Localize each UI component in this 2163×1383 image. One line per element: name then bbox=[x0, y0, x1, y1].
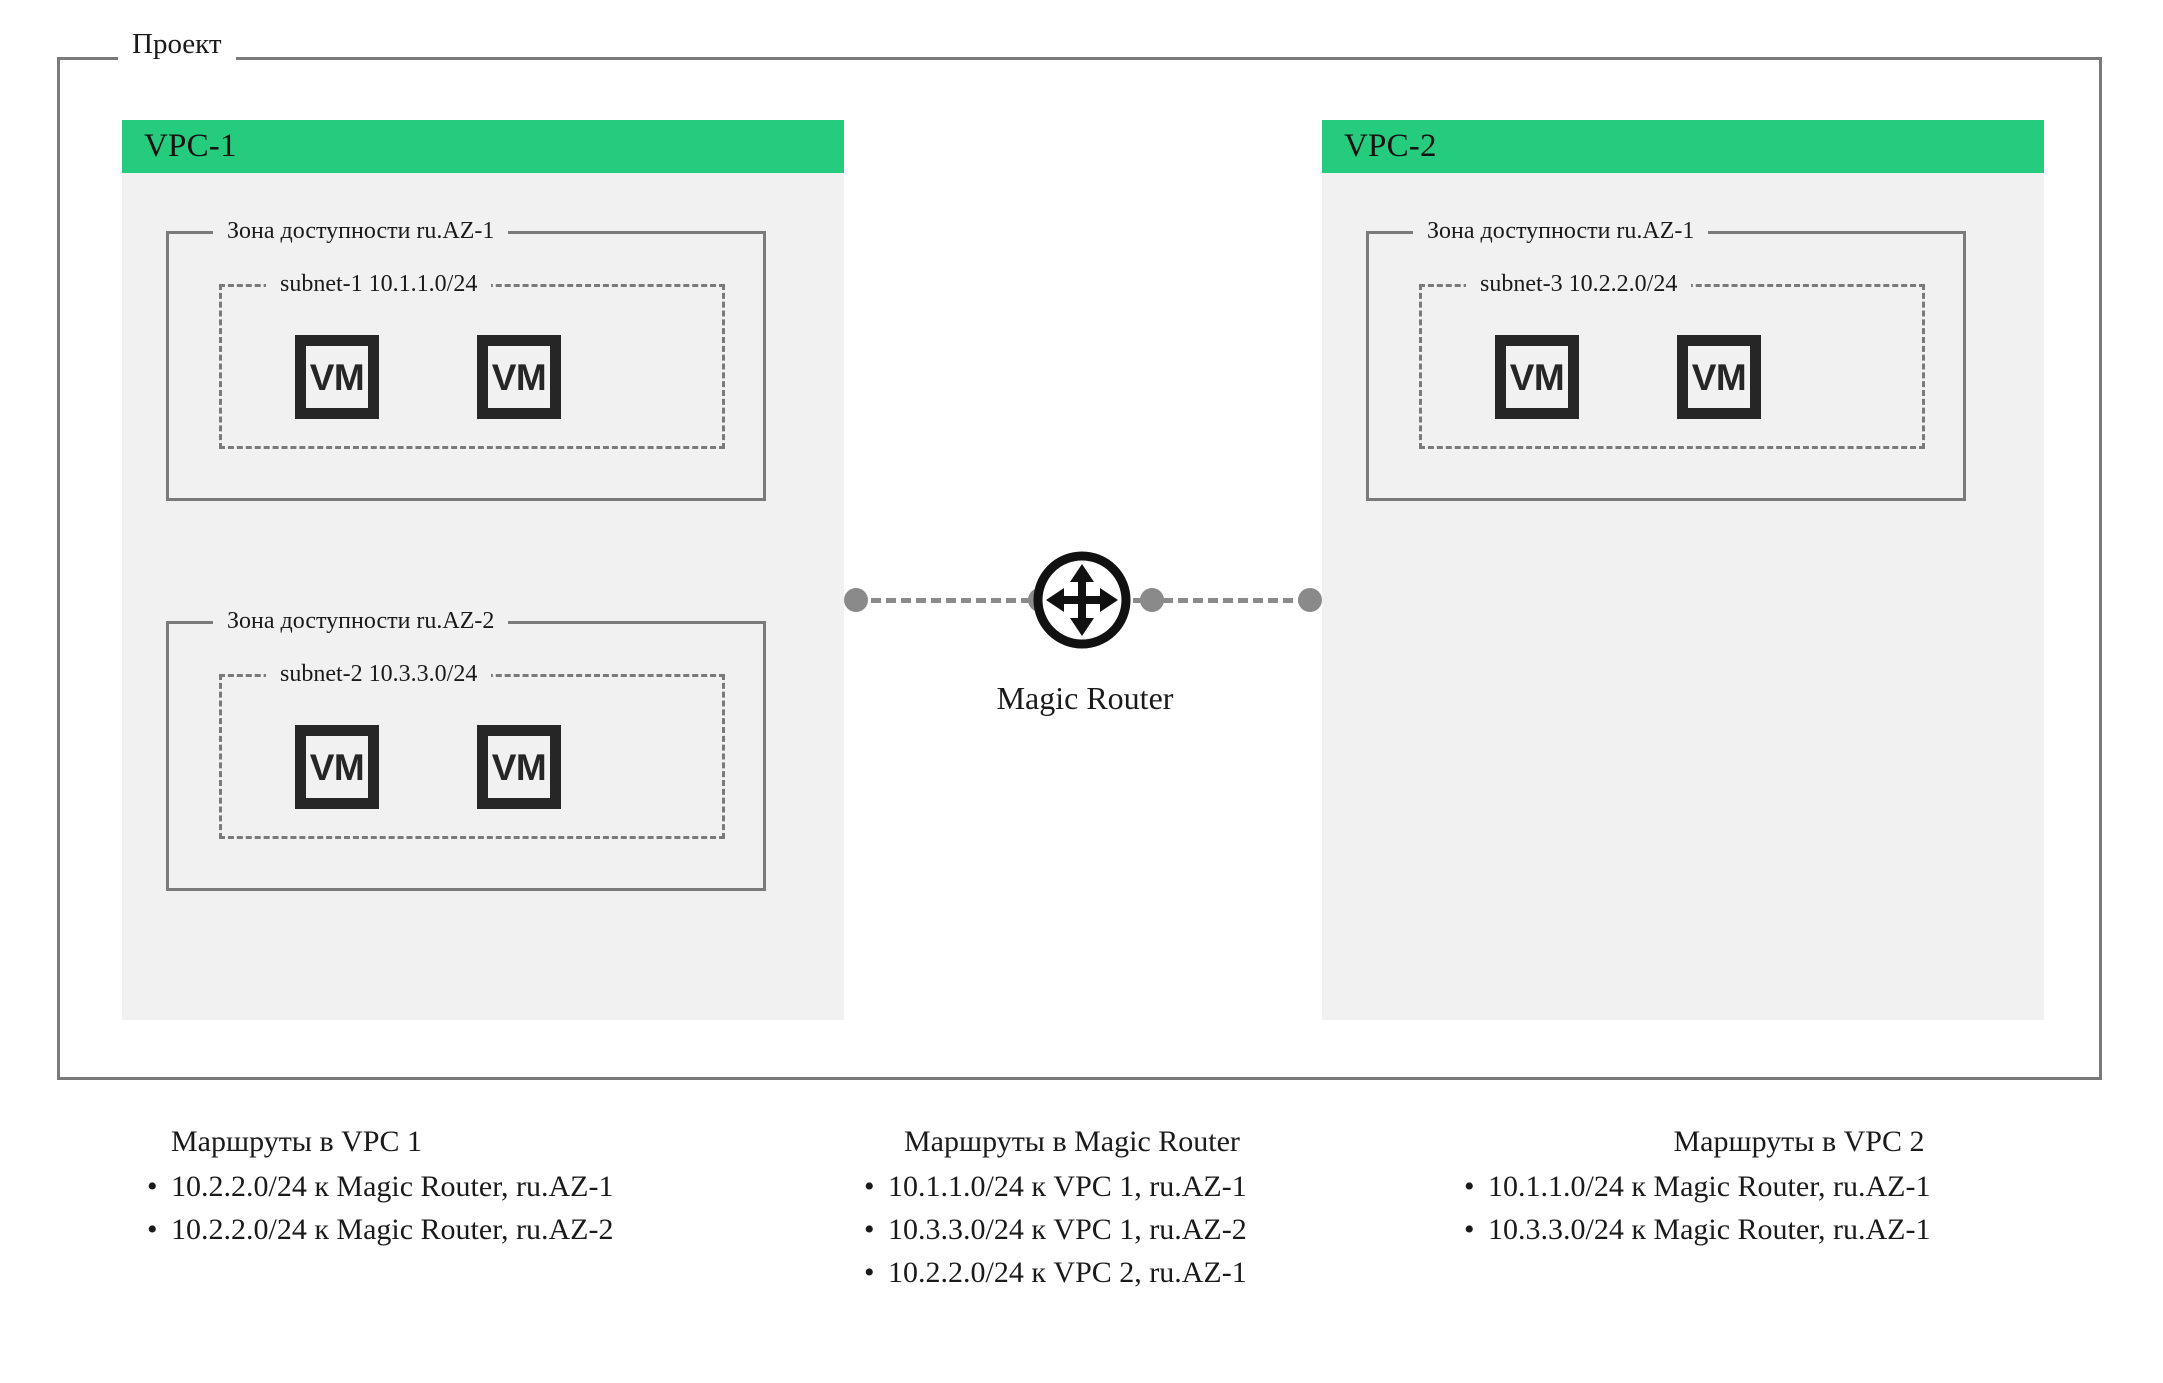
route-item: 10.3.3.0/24 к VPC 1, ru.AZ-2 bbox=[862, 1208, 1247, 1251]
routes-vpc2-list: 10.1.1.0/24 к Magic Router, ru.AZ-1 10.3… bbox=[1462, 1165, 1930, 1251]
vpc-2-az-1-label: Зона доступности ru.AZ-1 bbox=[1413, 217, 1709, 245]
routes-router-list: 10.1.1.0/24 к VPC 1, ru.AZ-1 10.3.3.0/24… bbox=[862, 1165, 1247, 1294]
route-item: 10.2.2.0/24 к VPC 2, ru.AZ-1 bbox=[862, 1251, 1247, 1294]
vm-label: VM bbox=[491, 746, 547, 788]
vpc-1-az-2-label: Зона доступности ru.AZ-2 bbox=[213, 607, 509, 635]
project-frame bbox=[57, 57, 2102, 1080]
vm-label: VM bbox=[1691, 356, 1747, 398]
vpc-1-title: VPC-1 bbox=[144, 128, 237, 164]
vpc-1-az-1-label: Зона доступности ru.AZ-1 bbox=[213, 217, 509, 245]
route-item: 10.3.3.0/24 к Magic Router, ru.AZ-1 bbox=[1462, 1208, 1930, 1251]
vpc-1-subnet-1-label: subnet-1 10.1.1.0/24 bbox=[266, 270, 492, 298]
vpc-2-header: VPC-2 bbox=[1322, 120, 2044, 173]
vpc-1-subnet-2: subnet-2 10.3.3.0/24 VM VM bbox=[219, 660, 725, 839]
connector-dot-router-right bbox=[1140, 588, 1164, 612]
routes-vpc2-title: Маршруты в VPC 2 bbox=[1673, 1125, 1925, 1158]
vpc-2-title: VPC-2 bbox=[1344, 128, 1437, 164]
vm-label: VM bbox=[491, 356, 547, 398]
connector-line-right bbox=[1133, 598, 1308, 603]
vm-label: VM bbox=[1509, 356, 1565, 398]
vpc-2-subnet-3: subnet-3 10.2.2.0/24 VM VM bbox=[1419, 270, 1925, 449]
route-item: 10.1.1.0/24 к Magic Router, ru.AZ-1 bbox=[1462, 1165, 1930, 1208]
route-item: 10.2.2.0/24 к Magic Router, ru.AZ-2 bbox=[145, 1208, 613, 1251]
magic-router-icon[interactable] bbox=[1030, 548, 1134, 652]
vpc-1-body: Зона доступности ru.AZ-1 subnet-1 10.1.1… bbox=[122, 173, 844, 1020]
routes-vpc2-column: Маршруты в VPC 2 10.1.1.0/24 к Magic Rou… bbox=[1462, 1120, 1930, 1251]
routes-vpc1-title: Маршруты в VPC 1 bbox=[171, 1125, 422, 1158]
vpc-1-subnet-2-label: subnet-2 10.3.3.0/24 bbox=[266, 660, 492, 688]
magic-router-label: Magic Router bbox=[996, 680, 1174, 716]
connector-dot-vpc2 bbox=[1298, 588, 1322, 612]
vpc-2-body: Зона доступности ru.AZ-1 subnet-3 10.2.2… bbox=[1322, 173, 2044, 1020]
vpc-2-availability-zone-1: Зона доступности ru.AZ-1 subnet-3 10.2.2… bbox=[1366, 217, 1966, 501]
routes-router-title: Маршруты в Magic Router bbox=[904, 1125, 1240, 1158]
vpc-1-panel: VPC-1 Зона доступности ru.AZ-1 subnet-1 … bbox=[122, 120, 844, 1020]
vpc-1-availability-zone-2: Зона доступности ru.AZ-2 subnet-2 10.3.3… bbox=[166, 607, 766, 891]
vm-label: VM bbox=[309, 356, 365, 398]
project-label: Проект bbox=[118, 28, 236, 60]
connector-dot-vpc1 bbox=[844, 588, 868, 612]
vpc-1-subnet-1: subnet-1 10.1.1.0/24 VM VM bbox=[219, 270, 725, 449]
vm-icon: VM bbox=[295, 335, 379, 419]
vpc-2-panel: VPC-2 Зона доступности ru.AZ-1 subnet-3 … bbox=[1322, 120, 2044, 1020]
vm-icon: VM bbox=[295, 725, 379, 809]
vpc-1-availability-zone-1: Зона доступности ru.AZ-1 subnet-1 10.1.1… bbox=[166, 217, 766, 501]
vpc-2-subnet-3-label: subnet-3 10.2.2.0/24 bbox=[1466, 270, 1692, 298]
vm-label: VM bbox=[309, 746, 365, 788]
routes-router-column: Маршруты в Magic Router 10.1.1.0/24 к VP… bbox=[862, 1120, 1247, 1294]
vm-icon: VM bbox=[1677, 335, 1761, 419]
vpc-1-header: VPC-1 bbox=[122, 120, 844, 173]
routes-vpc1-list: 10.2.2.0/24 к Magic Router, ru.AZ-1 10.2… bbox=[145, 1165, 613, 1251]
vm-icon: VM bbox=[1495, 335, 1579, 419]
route-item: 10.2.2.0/24 к Magic Router, ru.AZ-1 bbox=[145, 1165, 613, 1208]
connector-line-left bbox=[856, 598, 1031, 603]
route-item: 10.1.1.0/24 к VPC 1, ru.AZ-1 bbox=[862, 1165, 1247, 1208]
vm-icon: VM bbox=[477, 335, 561, 419]
vm-icon: VM bbox=[477, 725, 561, 809]
routes-vpc1-column: Маршруты в VPC 1 10.2.2.0/24 к Magic Rou… bbox=[145, 1120, 613, 1251]
